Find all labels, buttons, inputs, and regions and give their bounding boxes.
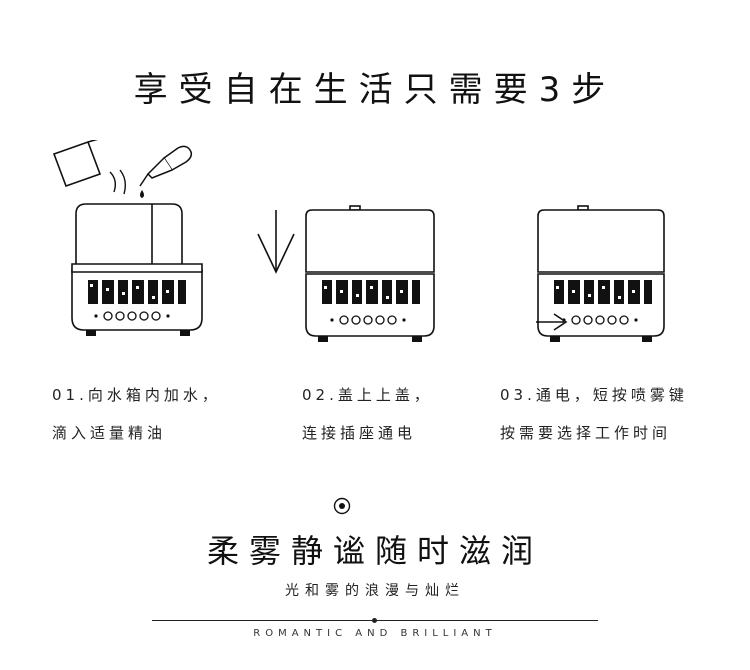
step-2-illustration — [257, 205, 435, 342]
step-3-line-2: 按需要选择工作时间 — [500, 424, 672, 442]
step-3-line-1: 03.通电，短按喷雾键 — [500, 386, 688, 404]
step-3-illustration — [536, 205, 665, 342]
step-1-line-1: 01.向水箱内加水， — [52, 386, 221, 404]
water-cup-icon — [52, 140, 102, 188]
step-1-line-2: 滴入适量精油 — [52, 424, 167, 442]
english-tagline: ROMANTIC AND BRILLIANT — [253, 628, 497, 639]
step-3-caption: 03.通电，短按喷雾键 按需要选择工作时间 — [500, 376, 740, 452]
steps-section: 01.向水箱内加水， 滴入适量精油 — [0, 140, 750, 460]
down-arrow-icon — [257, 210, 295, 274]
step-1-illustration — [52, 140, 203, 336]
dropper-icon — [139, 145, 193, 187]
slogan-heading: 柔雾静谧随时滋润 — [206, 532, 543, 570]
step-2: 02.盖上上盖， 连接插座通电 — [252, 140, 482, 450]
step-2-line-1: 02.盖上上盖， — [302, 386, 433, 404]
step-2-caption: 02.盖上上盖， 连接插座通电 — [302, 376, 542, 452]
step-3: 03.通电，短按喷雾键 按需要选择工作时间 — [450, 140, 684, 450]
divider-dot — [372, 618, 377, 623]
page-title: 享受自在生活只需要3步 — [133, 70, 617, 110]
slogan-subtitle: 光和雾的浪漫与灿烂 — [285, 583, 465, 599]
step-1-caption: 01.向水箱内加水， 滴入适量精油 — [52, 376, 292, 452]
right-arrow-icon — [536, 313, 568, 331]
circle-dot-icon — [333, 497, 351, 515]
step-2-line-2: 连接插座通电 — [302, 424, 417, 442]
step-1: 01.向水箱内加水， 滴入适量精油 — [52, 140, 282, 450]
